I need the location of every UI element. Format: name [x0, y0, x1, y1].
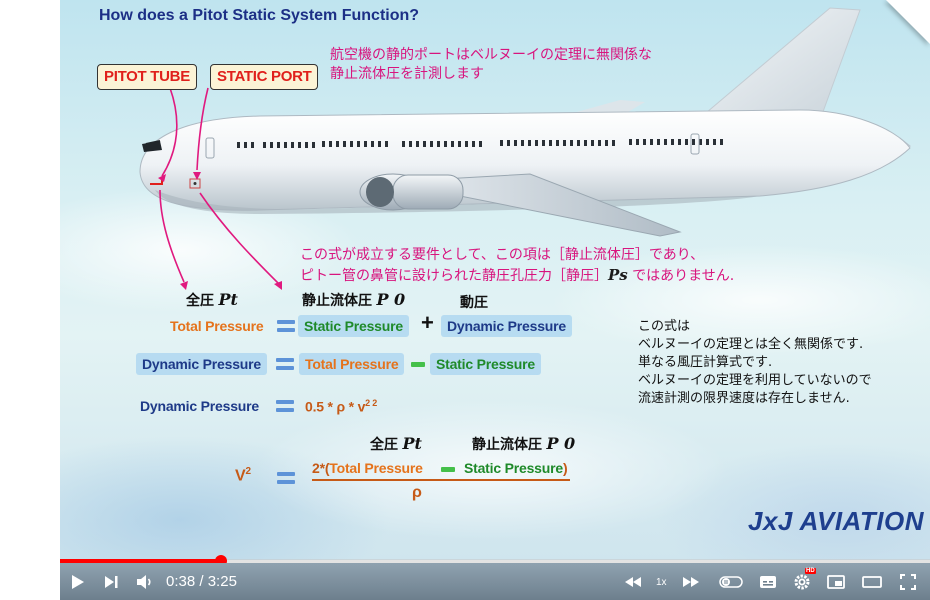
plus-sign: + — [421, 310, 434, 335]
eq1-static-pressure: Static Pressure — [298, 315, 409, 337]
eq4-total-head: 全圧 Pt — [370, 434, 422, 454]
note-line: 静止流体圧を計測します — [330, 66, 484, 82]
settings-button[interactable]: HD — [788, 563, 816, 600]
minus-sign — [441, 467, 455, 472]
gear-icon — [794, 574, 810, 589]
time-display: 0:38 / 3:25 — [166, 573, 237, 590]
eq4-numerator: 2*(Total Pressure — [312, 460, 423, 476]
note-line: ベルヌーイの定理を利用していないので — [638, 373, 872, 388]
formula-exponent: 2 2 — [365, 398, 378, 408]
current-time: 0:38 — [166, 573, 196, 590]
fullscreen-button[interactable] — [894, 563, 922, 600]
eq1-total-pressure: Total Pressure — [170, 318, 264, 334]
pitot-tube-label: PITOT TUBE — [97, 64, 197, 90]
eq1-dynamic-pressure: Dynamic Pressure — [441, 315, 572, 337]
channel-watermark: JxJ AVIATION — [748, 506, 925, 536]
theater-icon — [862, 575, 882, 588]
next-button[interactable] — [98, 563, 124, 600]
volume-icon — [137, 574, 151, 589]
pt-symbol: Pt — [218, 290, 238, 309]
ps-symbol: Ps — [608, 266, 628, 284]
fullscreen-icon — [900, 573, 916, 590]
note-line: 流速計測の限界速度は存在しません. — [638, 391, 850, 406]
eq4-lhs: V2 — [235, 466, 251, 485]
side-note: この式は ベルヌーイの定理とは全く無関係です. 単なる風圧計算式です. ベルヌー… — [638, 318, 872, 408]
video-frame[interactable]: How does a Pitot Static System Function?… — [60, 0, 930, 560]
miniplayer-button[interactable] — [822, 563, 850, 600]
rewind-icon — [625, 576, 641, 587]
formula-text: 0.5 * ρ * v — [305, 398, 366, 415]
cabin-windows — [237, 139, 723, 148]
playback-speed[interactable]: 1x — [656, 577, 667, 588]
static-pressure-head: 静止流体圧 P 0 — [302, 290, 405, 310]
autoplay-toggle-icon — [719, 575, 743, 588]
autoplay-toggle[interactable] — [716, 563, 746, 600]
static-port-note: 航空機の静的ポートはベルヌーイの定理に無関係な 静止流体圧を計測します — [330, 46, 652, 84]
eq3-formula: 0.5 * ρ * v2 2 — [305, 398, 377, 415]
video-player[interactable]: How does a Pitot Static System Function?… — [60, 0, 930, 600]
miniplayer-icon — [827, 574, 845, 589]
eq2-dynamic-pressure: Dynamic Pressure — [136, 353, 267, 375]
note-text: ではありません. — [627, 268, 735, 284]
forward-icon — [683, 576, 699, 587]
velocity-exponent: 2 — [245, 466, 251, 477]
note-line: この式は — [638, 319, 691, 334]
equals-sign — [276, 400, 294, 412]
fraction-bar — [312, 479, 570, 481]
static-port-label: STATIC PORT — [210, 64, 319, 90]
duration: 3:25 — [207, 573, 237, 590]
play-icon — [72, 574, 84, 589]
static-pressure-jp: 静止流体圧 — [472, 437, 542, 453]
p0-symbol: P 0 — [546, 434, 576, 453]
note-line: 単なる風圧計算式です. — [638, 355, 773, 370]
equals-sign — [277, 472, 295, 484]
eq4-denominator: ρ — [412, 484, 422, 501]
numerator-static: Static Pressure — [464, 460, 563, 476]
volume-button[interactable] — [132, 563, 158, 600]
hd-badge: HD — [805, 568, 816, 574]
eq4-numerator-static: Static Pressure) — [464, 460, 568, 476]
eq2-static-pressure: Static Pressure — [430, 353, 541, 375]
numerator-total: Total Pressure — [329, 460, 423, 476]
eq4-static-head: 静止流体圧 P 0 — [472, 434, 575, 454]
progress-bar[interactable] — [60, 559, 930, 563]
p0-symbol: P 0 — [376, 290, 406, 309]
static-port-marker — [189, 178, 201, 189]
video-title: How does a Pitot Static System Function? — [99, 7, 420, 24]
numerator-suffix: ) — [562, 460, 568, 476]
forward-button[interactable] — [678, 563, 704, 600]
note-text: ピトー管の鼻管に設けられた静圧孔圧力［静圧］ — [300, 268, 608, 284]
numerator-prefix: 2*( — [312, 460, 330, 476]
play-button[interactable] — [64, 563, 92, 600]
note-line: ピトー管の鼻管に設けられた静圧孔圧力［静圧］Ps ではありません. — [300, 265, 734, 286]
theater-button[interactable] — [858, 563, 886, 600]
player-controls: 0:38 / 3:25 1x HD — [60, 563, 930, 600]
note-line: この式が成立する要件として、この項は［静止流体圧］であり、 — [300, 247, 705, 263]
velocity-symbol: V — [235, 467, 246, 485]
eq2-total-pressure: Total Pressure — [299, 353, 405, 375]
total-pressure-jp: 全圧 — [186, 293, 214, 309]
minus-sign — [411, 362, 425, 367]
note-line: 航空機の静的ポートはベルヌーイの定理に無関係な — [330, 47, 652, 63]
rewind-button[interactable] — [620, 563, 646, 600]
dynamic-pressure-head: 動圧 — [460, 295, 488, 311]
subtitles-button[interactable] — [754, 563, 782, 600]
total-pressure-head: 全圧 Pt — [186, 290, 238, 310]
time-separator: / — [195, 573, 208, 590]
total-pressure-jp: 全圧 — [370, 437, 398, 453]
requirement-note: この式が成立する要件として、この項は［静止流体圧］であり、 ピトー管の鼻管に設け… — [300, 245, 734, 286]
static-pressure-jp: 静止流体圧 — [302, 293, 372, 309]
pointer-arrows — [159, 87, 279, 284]
equals-sign — [276, 358, 294, 370]
equals-sign — [277, 320, 295, 332]
eq3-dynamic-pressure: Dynamic Pressure — [140, 398, 259, 414]
pt-symbol: Pt — [402, 434, 422, 453]
note-line: ベルヌーイの定理とは全く無関係です. — [638, 337, 864, 352]
next-icon — [105, 575, 118, 588]
progress-played — [60, 559, 221, 563]
airplane-illustration — [139, 7, 912, 290]
page-curl — [886, 0, 930, 44]
subtitles-icon — [760, 575, 776, 588]
